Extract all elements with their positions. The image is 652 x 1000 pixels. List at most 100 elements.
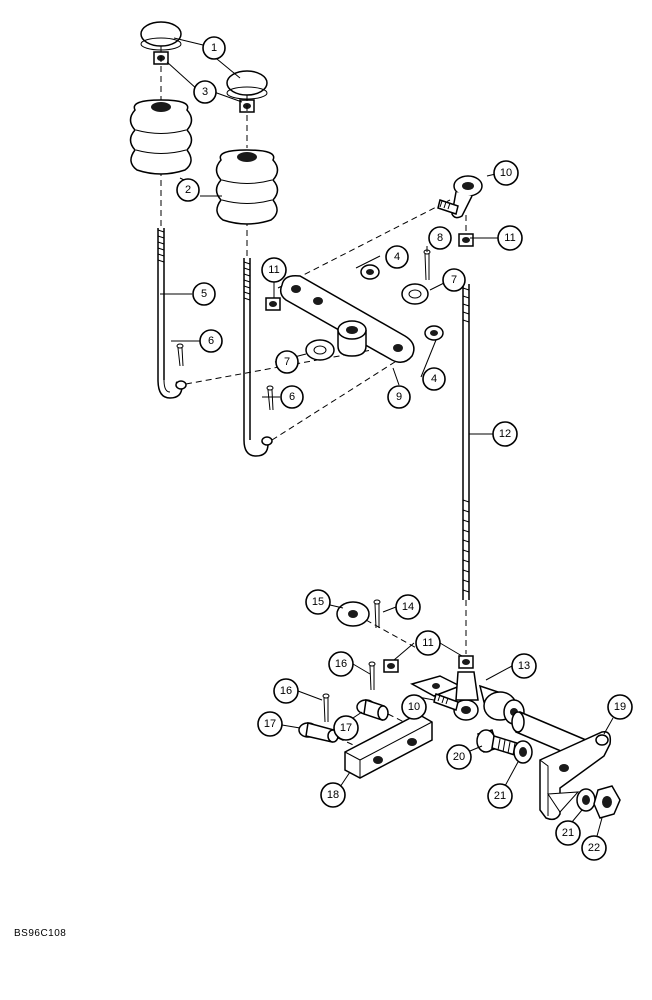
dashline-pin17-upper — [387, 713, 405, 723]
callout-6b: 6 — [280, 385, 304, 409]
washer-part-7-lower — [305, 339, 335, 361]
washer-part-15 — [336, 601, 370, 627]
svg-text:11: 11 — [268, 264, 279, 276]
cap-part-left — [140, 21, 182, 51]
svg-text:16: 16 — [335, 658, 347, 670]
cap-part-right — [226, 70, 268, 100]
lever-part — [279, 274, 415, 363]
svg-text:9: 9 — [396, 391, 402, 403]
rod-part-left — [157, 228, 187, 399]
callout-21a: 21 — [487, 783, 513, 809]
svg-text:21: 21 — [494, 790, 506, 802]
callout-20: 20 — [446, 744, 472, 770]
svg-text:11: 11 — [504, 232, 515, 244]
clevis-pin-part-17-upper — [356, 699, 389, 721]
callout-4a: 4 — [385, 245, 409, 269]
svg-text:16: 16 — [280, 685, 292, 697]
ball-joint-part-upper — [437, 175, 483, 219]
cotter-pin-part-lower — [266, 385, 274, 411]
svg-text:11: 11 — [422, 637, 433, 649]
svg-text:18: 18 — [327, 789, 339, 801]
cotter-pin-part-8 — [423, 249, 431, 281]
dashline-washer15 — [365, 619, 421, 651]
callout-1a: 1 — [202, 36, 226, 60]
callout-7b: 7 — [275, 350, 299, 374]
svg-text:1: 1 — [211, 42, 217, 54]
svg-text:22: 22 — [588, 842, 600, 854]
dashline-lever-to-balljoint — [277, 199, 451, 289]
callout-17a: 17 — [333, 715, 359, 741]
bellows-part-left — [129, 99, 193, 175]
callout-6a: 6 — [199, 329, 223, 353]
callout-16b: 16 — [273, 678, 299, 704]
rod-part-right — [243, 258, 273, 457]
washer-part-4-lower — [424, 325, 444, 341]
svg-text:4: 4 — [394, 251, 400, 263]
svg-text:6: 6 — [289, 391, 295, 403]
figure-reference-code: BS96C108 — [14, 928, 67, 939]
svg-text:17: 17 — [340, 722, 352, 734]
svg-text:10: 10 — [408, 701, 420, 713]
nut-part-lower-left — [383, 659, 399, 673]
svg-text:2: 2 — [185, 184, 191, 196]
svg-text:10: 10 — [500, 167, 512, 179]
cotter-pin-part-14 — [373, 599, 381, 629]
svg-text:6: 6 — [208, 335, 214, 347]
long-rod-part — [462, 284, 470, 600]
svg-text:12: 12 — [499, 428, 511, 440]
svg-text:15: 15 — [312, 596, 324, 608]
ball-joint-part-lower — [433, 671, 479, 721]
svg-text:13: 13 — [518, 660, 530, 672]
svg-text:19: 19 — [614, 701, 626, 713]
callout-19: 19 — [607, 694, 633, 720]
dashline-rod-right-to-lever — [271, 359, 399, 441]
callout-15: 15 — [305, 589, 331, 615]
callout-12: 12 — [492, 421, 518, 447]
clevis-part-18 — [344, 713, 433, 779]
cotter-pin-part-upper — [176, 343, 184, 367]
callout-4b: 4 — [422, 367, 446, 391]
callout-14: 14 — [395, 594, 421, 620]
callout-7a: 7 — [442, 268, 466, 292]
cotter-pin-part-16-lower — [322, 693, 330, 723]
callout-5: 5 — [192, 282, 216, 306]
callout-3a: 3 — [193, 80, 217, 104]
callout-11b: 11 — [261, 257, 287, 283]
svg-text:7: 7 — [284, 356, 290, 368]
nut-part-rod-top — [458, 233, 474, 247]
nut-part-lever — [265, 297, 281, 311]
callout-18: 18 — [320, 782, 346, 808]
svg-text:4: 4 — [431, 373, 437, 385]
callout-13: 13 — [511, 653, 537, 679]
svg-text:20: 20 — [453, 751, 465, 763]
bracket-plate-part — [410, 675, 462, 697]
callout-16a: 16 — [328, 651, 354, 677]
svg-text:3: 3 — [202, 86, 208, 98]
nut-part-22 — [593, 785, 621, 819]
svg-text:5: 5 — [201, 288, 207, 300]
callout-10b: 10 — [401, 694, 427, 720]
callout-22: 22 — [581, 835, 607, 861]
callout-11a: 11 — [497, 225, 523, 251]
clevis-pin-part-17-lower — [298, 722, 339, 743]
callout-21b: 21 — [555, 820, 581, 846]
washer-part-7-upper — [401, 283, 429, 305]
callout-2a: 2 — [176, 178, 200, 202]
washer-part-21-lower — [576, 788, 596, 812]
svg-text:21: 21 — [562, 827, 574, 839]
callout-9: 9 — [387, 385, 411, 409]
svg-text:17: 17 — [264, 718, 276, 730]
callout-17b: 17 — [257, 711, 283, 737]
arm-part-19 — [539, 731, 612, 821]
svg-text:7: 7 — [451, 274, 457, 286]
washer-part-4-upper — [360, 264, 380, 280]
washer-part-21-upper — [513, 740, 533, 764]
cotter-pin-part-16-upper — [368, 661, 376, 691]
nut-part-lower-right — [458, 655, 474, 669]
callout-11c: 11 — [415, 630, 441, 656]
svg-text:8: 8 — [437, 232, 443, 244]
callout-8: 8 — [428, 226, 452, 250]
bellows-part-right — [215, 149, 279, 225]
svg-text:14: 14 — [402, 601, 414, 613]
